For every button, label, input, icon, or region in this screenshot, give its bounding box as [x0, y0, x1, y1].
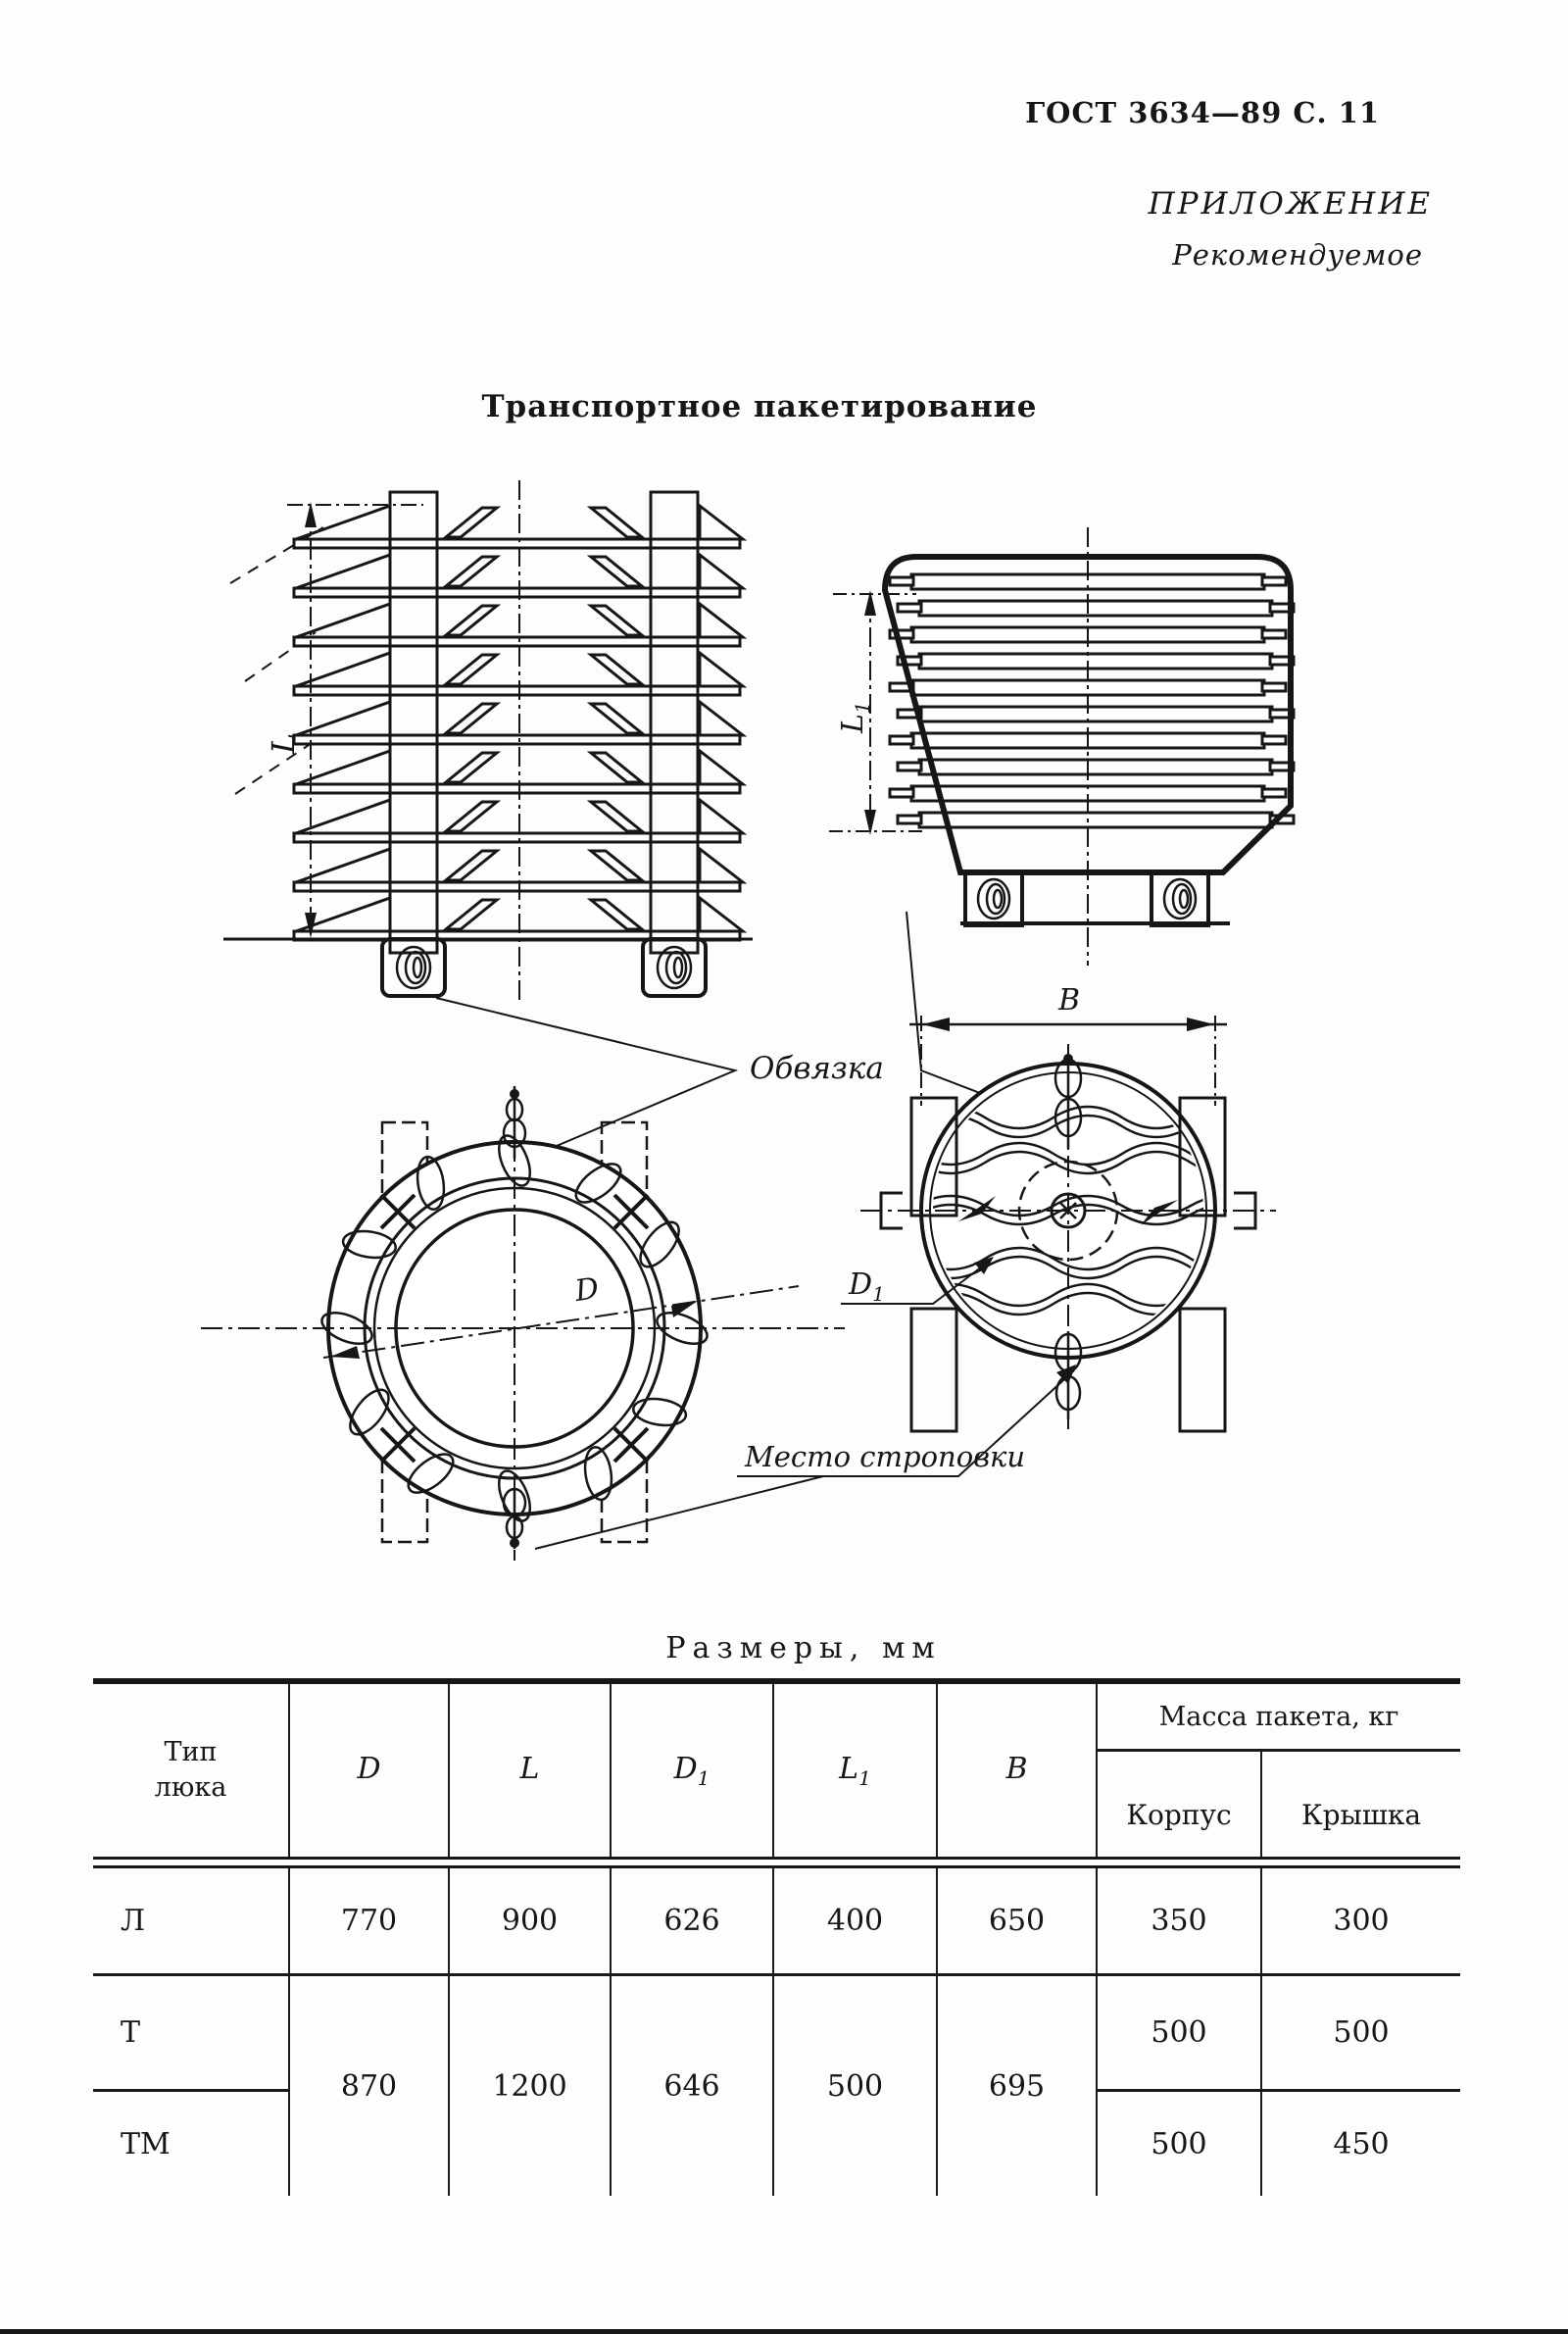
- side-lug: [879, 1191, 903, 1230]
- wooden-post: [1178, 1096, 1227, 1217]
- merged-b: 695: [938, 1976, 1098, 2196]
- row-l-kryshka: 300: [1333, 1904, 1390, 1938]
- scan-bottom-edge: [0, 2329, 1568, 2334]
- col-header-kryshka: Крышка: [1300, 1799, 1422, 1831]
- mass-group-title: Масса пакета, кг: [1098, 1684, 1460, 1752]
- header-double-rule: [93, 1857, 1460, 1868]
- row-l-d1: 626: [612, 1868, 774, 1976]
- appendix-heading: ПРИЛОЖЕНИЕ: [1148, 186, 1433, 222]
- strapping-band: [881, 554, 1294, 875]
- dimension-B: [909, 1016, 1227, 1106]
- col-header-D: D: [290, 1684, 450, 1857]
- dim-label-B: B: [1057, 983, 1080, 1018]
- lifting-loop: [502, 1487, 527, 1549]
- col-header-L1: L1: [774, 1684, 938, 1857]
- dim-label-L: L: [265, 733, 302, 755]
- sling-point-leaders: [534, 1365, 1076, 1550]
- row-t-korpus: 500: [1098, 1976, 1262, 2089]
- row-t-type: Т: [93, 1976, 290, 2092]
- dimension-L: [287, 502, 423, 938]
- merged-l: 1200: [450, 1976, 612, 2196]
- rim-ornament: [320, 1134, 709, 1522]
- strap-arrow: [1141, 1200, 1178, 1225]
- merged-d1: 646: [612, 1976, 774, 2196]
- lifting-loop: [502, 1086, 527, 1159]
- doc-reference: ГОСТ 3634—89 С. 11: [1025, 96, 1380, 129]
- wooden-post: [909, 1307, 958, 1433]
- row-l-d: 770: [290, 1868, 450, 1976]
- col-header-L: L: [450, 1684, 612, 1857]
- merged-l1: 500: [774, 1976, 938, 2196]
- row-l-mass: 350 300: [1098, 1868, 1460, 1976]
- dim-label-D1: D1: [848, 1267, 885, 1306]
- table-caption: Размеры, мм: [665, 1631, 942, 1665]
- strap-arrow: [958, 1196, 996, 1221]
- row-t-kryshka: 500: [1333, 2015, 1390, 2050]
- col-header-mass-group: Масса пакета, кг Корпус Крышка: [1098, 1684, 1460, 1857]
- row-tm-kryshka: 450: [1333, 2126, 1390, 2161]
- dimension-D: [322, 1285, 800, 1359]
- strap-coil: [380, 937, 447, 998]
- merged-d: 870: [290, 1976, 450, 2196]
- strap-coil: [963, 870, 1024, 927]
- body-package-side-view: [223, 480, 753, 1005]
- cover-package-side-view: [829, 527, 1296, 966]
- wooden-post: [909, 1096, 958, 1217]
- row-l-l: 900: [450, 1868, 612, 1976]
- row-tm-korpus: 500: [1098, 2092, 1262, 2196]
- dim-label-L1: L1: [836, 701, 874, 734]
- strap-cross-marks: [379, 1193, 650, 1464]
- wooden-post: [1178, 1307, 1227, 1433]
- appendix-kind: Рекомендуемое: [1172, 238, 1423, 272]
- row-tm-type: ТМ: [93, 2092, 290, 2196]
- col-header-B: B: [938, 1684, 1098, 1857]
- dimension-L1: [829, 590, 923, 835]
- body-package-plan-view: [201, 1086, 845, 1561]
- row-t-mass: 500 500: [1098, 1976, 1460, 2092]
- dimension-D1-leader: [841, 1257, 994, 1305]
- packaging-drawing: L: [201, 480, 1296, 1561]
- strap-coil: [1150, 870, 1210, 927]
- col-header-korpus: Корпус: [1098, 1752, 1262, 1857]
- row-l-korpus: 350: [1098, 1868, 1262, 1973]
- lifting-loop: [1054, 1054, 1083, 1149]
- dim-label-D: D: [572, 1271, 602, 1309]
- sling-point-label: Место строповки: [744, 1440, 1025, 1473]
- row-l-l1: 400: [774, 1868, 938, 1976]
- strapping-label: Обвязка: [750, 1051, 884, 1086]
- section-title: Транспортное пакетирование: [481, 389, 1038, 424]
- cover-package-plan-view: [841, 1016, 1276, 1433]
- side-lug: [1234, 1191, 1257, 1230]
- col-header-D1: D1: [612, 1684, 774, 1857]
- row-l-b: 650: [938, 1868, 1098, 1976]
- row-tm-mass: 500 450: [1098, 2092, 1460, 2196]
- row-l-type: Л: [93, 1868, 290, 1976]
- strap-coil: [641, 937, 708, 998]
